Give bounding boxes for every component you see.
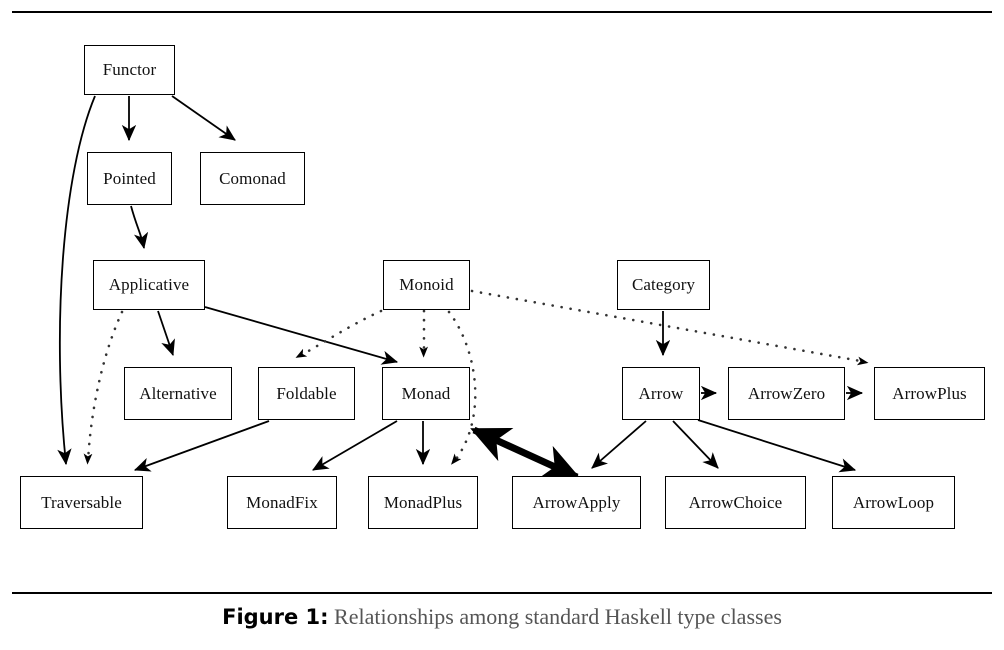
edge-functor-traversable (57, 95, 96, 466)
edge-applicative-traversable-dotted (83, 310, 124, 465)
node-label: Foldable (276, 383, 337, 403)
node-label: ArrowLoop (852, 492, 935, 512)
node-label: ArrowApply (532, 492, 621, 512)
node-monadplus[interactable]: MonadPlus (368, 476, 478, 529)
node-arrow[interactable]: Arrow (622, 367, 700, 420)
edge-arrow-arrowloop (697, 419, 857, 473)
edge-applicative-monad (204, 306, 399, 365)
node-traversable[interactable]: Traversable (20, 476, 143, 529)
node-label: ArrowZero (747, 383, 826, 403)
node-label: ArrowPlus (892, 383, 967, 403)
edge-arrow-arrowapply (591, 420, 647, 469)
edge-applicative-alternative (157, 310, 175, 357)
node-functor[interactable]: Functor (84, 45, 175, 95)
node-alternative[interactable]: Alternative (124, 367, 232, 420)
node-monadfix[interactable]: MonadFix (227, 476, 337, 529)
node-monad[interactable]: Monad (382, 367, 470, 420)
node-arrowchoice[interactable]: ArrowChoice (665, 476, 806, 529)
top-horizontal-rule (12, 11, 992, 13)
node-arrowplus[interactable]: ArrowPlus (874, 367, 985, 420)
edge-monoid-foldable-dotted (295, 309, 383, 359)
node-label: Comonad (219, 168, 286, 188)
node-label: Pointed (103, 168, 156, 188)
node-label: MonadFix (246, 492, 318, 512)
figure-caption: Figure 1: Relationships among standard H… (0, 604, 1004, 630)
figure-label: Figure 1: (222, 605, 329, 629)
node-label: ArrowChoice (688, 492, 783, 512)
figure-caption-text: Relationships among standard Haskell typ… (334, 604, 782, 629)
node-label: MonadPlus (383, 492, 463, 512)
node-arrowzero[interactable]: ArrowZero (728, 367, 845, 420)
node-label: Monad (401, 383, 451, 403)
node-label: Alternative (139, 383, 217, 403)
bottom-horizontal-rule (12, 592, 992, 594)
node-label: Functor (102, 60, 157, 79)
node-label: Monoid (399, 275, 454, 294)
node-foldable[interactable]: Foldable (258, 367, 355, 420)
edge-arrow-arrowchoice (672, 420, 719, 469)
edge-monoid-arrowplus-dotted (470, 289, 869, 366)
node-pointed[interactable]: Pointed (87, 152, 172, 205)
node-applicative[interactable]: Applicative (93, 260, 205, 310)
node-monoid[interactable]: Monoid (383, 260, 470, 310)
edge-monad-monadfix (312, 420, 398, 471)
node-label: Arrow (638, 383, 684, 403)
edge-foldable-traversable (133, 420, 270, 472)
node-label: Traversable (41, 492, 122, 512)
edge-monad-arrowapply-bidirectional (470, 426, 581, 481)
node-category[interactable]: Category (617, 260, 710, 310)
edge-monoid-monadplus-dotted (447, 310, 477, 465)
node-arrowapply[interactable]: ArrowApply (512, 476, 641, 529)
node-label: Category (631, 275, 696, 294)
edge-pointed-applicative (130, 205, 149, 250)
node-comonad[interactable]: Comonad (200, 152, 305, 205)
node-label: Applicative (108, 275, 190, 294)
edge-functor-comonad (171, 95, 236, 141)
node-arrowloop[interactable]: ArrowLoop (832, 476, 955, 529)
